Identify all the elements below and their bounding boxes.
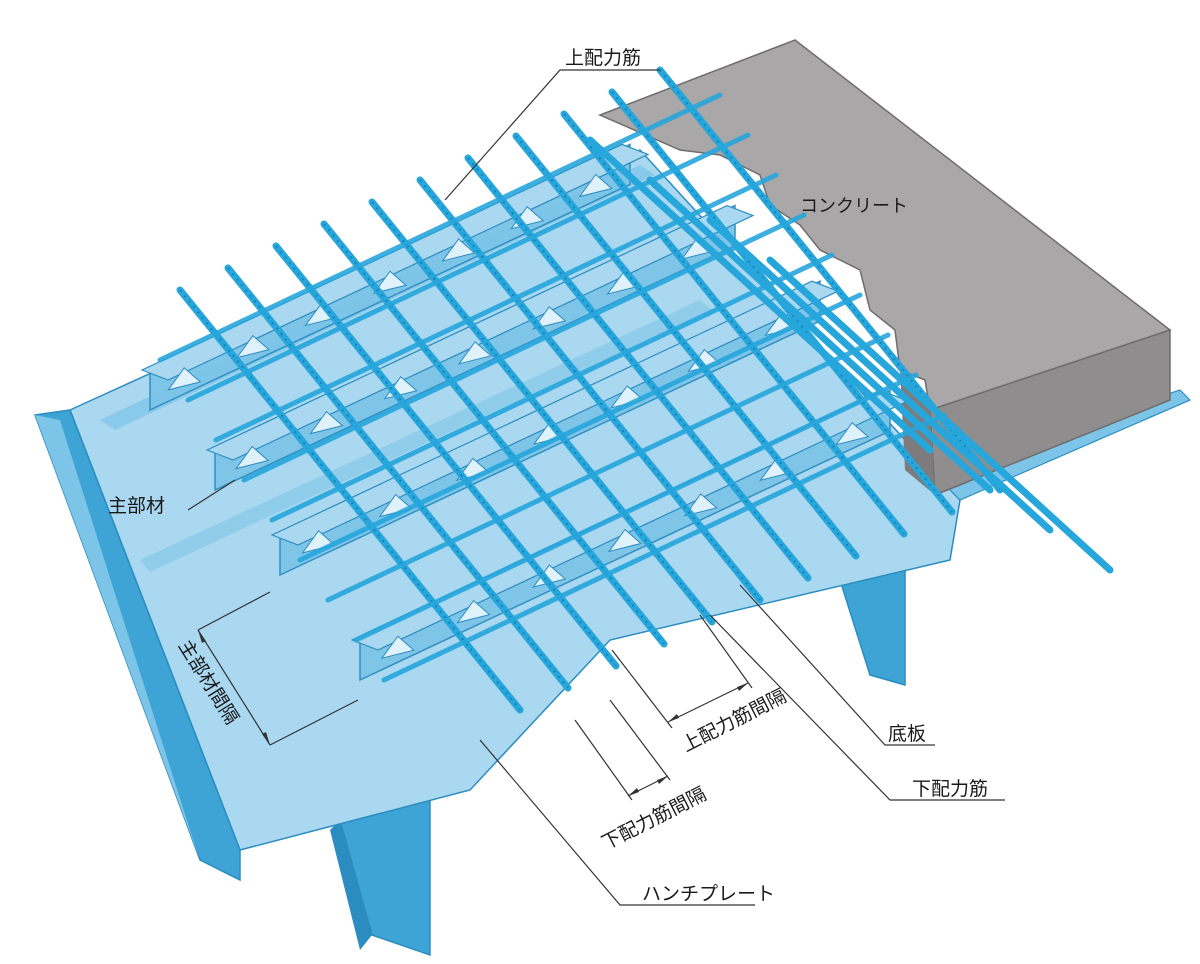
leader-haunch-plate <box>479 739 755 906</box>
leader-bottom-rebar <box>709 614 1005 801</box>
label-top-rebar: 上配力筋 <box>565 47 641 69</box>
rebar-under-concrete <box>766 256 1114 574</box>
main-member-opening <box>309 410 344 435</box>
annotations <box>187 69 1005 906</box>
main-member-opening <box>532 306 567 330</box>
main-member-opening <box>234 445 270 470</box>
main-member-opening <box>457 341 493 365</box>
main-member-opening <box>607 528 643 553</box>
rebars <box>157 66 1114 714</box>
concrete-block <box>598 39 1172 497</box>
girder-web-left <box>330 799 431 957</box>
main-member-opening <box>683 493 718 517</box>
rebar-transverse <box>353 372 919 643</box>
leader-bottom-plate <box>739 584 935 746</box>
main-member-opening <box>456 599 491 624</box>
dim-top-rebar-spacing <box>667 682 749 723</box>
rebar-transverse <box>157 92 723 363</box>
rebar-transverse <box>269 252 835 523</box>
label-concrete: コンクリート <box>800 196 908 217</box>
label-bottom-plate: 底板 <box>888 723 926 745</box>
dim-main-member-spacing <box>197 629 271 746</box>
rebar-longitudinal <box>560 110 908 538</box>
rebar-transverse <box>381 412 947 683</box>
rebar-transverse <box>185 132 751 403</box>
label-bottom-rebar: 下配力筋 <box>912 778 988 800</box>
rebar-under-concrete <box>586 136 934 454</box>
rebar-transverse <box>325 332 891 603</box>
main-member-opening <box>235 334 270 359</box>
rebar-under-concrete <box>646 176 994 494</box>
label-main-member: 主部材 <box>108 495 165 517</box>
label-haunch-plate: ハンチプレート <box>642 883 775 905</box>
label-bottom-rebar-spacing: 下配力筋間隔 <box>598 783 710 854</box>
rebar-under-concrete <box>706 216 1054 534</box>
main-member-opening <box>834 421 870 446</box>
main-member-opening <box>380 635 415 660</box>
rebar-transverse <box>213 172 779 443</box>
main-member-opening <box>441 238 476 262</box>
label-top-rebar-spacing: 上配力筋間隔 <box>678 685 790 756</box>
main-member-opening <box>372 270 408 295</box>
main-member-opening <box>167 367 202 391</box>
leader-top-rebar <box>444 69 660 201</box>
rebar-transverse <box>241 212 807 483</box>
main-member-opening <box>578 173 613 198</box>
rebar-transverse <box>297 292 863 563</box>
leader-main-member <box>187 479 236 511</box>
